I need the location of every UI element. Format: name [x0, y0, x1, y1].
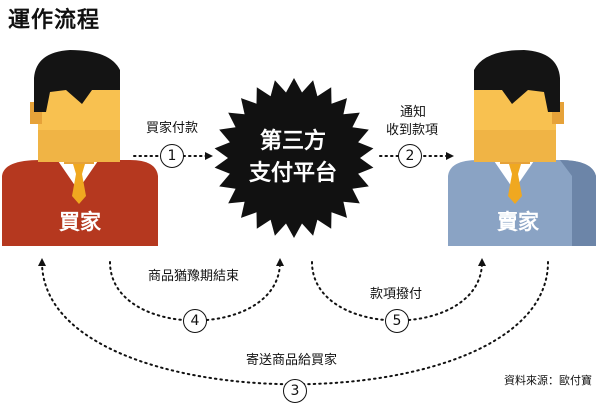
- step-4-number: 4: [183, 309, 207, 333]
- seller-hair: [474, 50, 560, 112]
- platform-label-line1: 第三方: [260, 128, 326, 154]
- platform-badge: [214, 78, 374, 238]
- step-2-number: 2: [398, 144, 422, 168]
- step-4-label: 商品猶豫期結束: [148, 269, 240, 284]
- arrow-step-3: [38, 258, 549, 386]
- step-5-number: 5: [385, 309, 409, 333]
- step-2-label-line1: 通知: [400, 105, 427, 120]
- buyer-shirt: [2, 160, 158, 246]
- step-3-number: 3: [283, 379, 307, 403]
- buyer-hair: [34, 50, 120, 112]
- seller-label: 賣家: [497, 210, 540, 234]
- buyer-label: 買家: [59, 210, 102, 234]
- seller-figure: [448, 50, 596, 246]
- buyer-figure: [2, 50, 158, 246]
- page-title: 運作流程: [8, 8, 101, 33]
- platform-label-line2: 支付平台: [249, 160, 337, 186]
- source-note: 資料來源：歐付寶: [504, 374, 592, 387]
- step-1-number: 1: [160, 144, 184, 168]
- step-2-label-line2: 收到款項: [386, 123, 439, 138]
- step-1-label: 買家付款: [146, 121, 199, 136]
- buyer-tie: [72, 164, 86, 204]
- step-3-label: 寄送商品給買家: [246, 353, 338, 368]
- seller-shirt: [448, 160, 596, 246]
- step-5-label: 款項撥付: [370, 287, 423, 302]
- seller-tie: [508, 164, 522, 204]
